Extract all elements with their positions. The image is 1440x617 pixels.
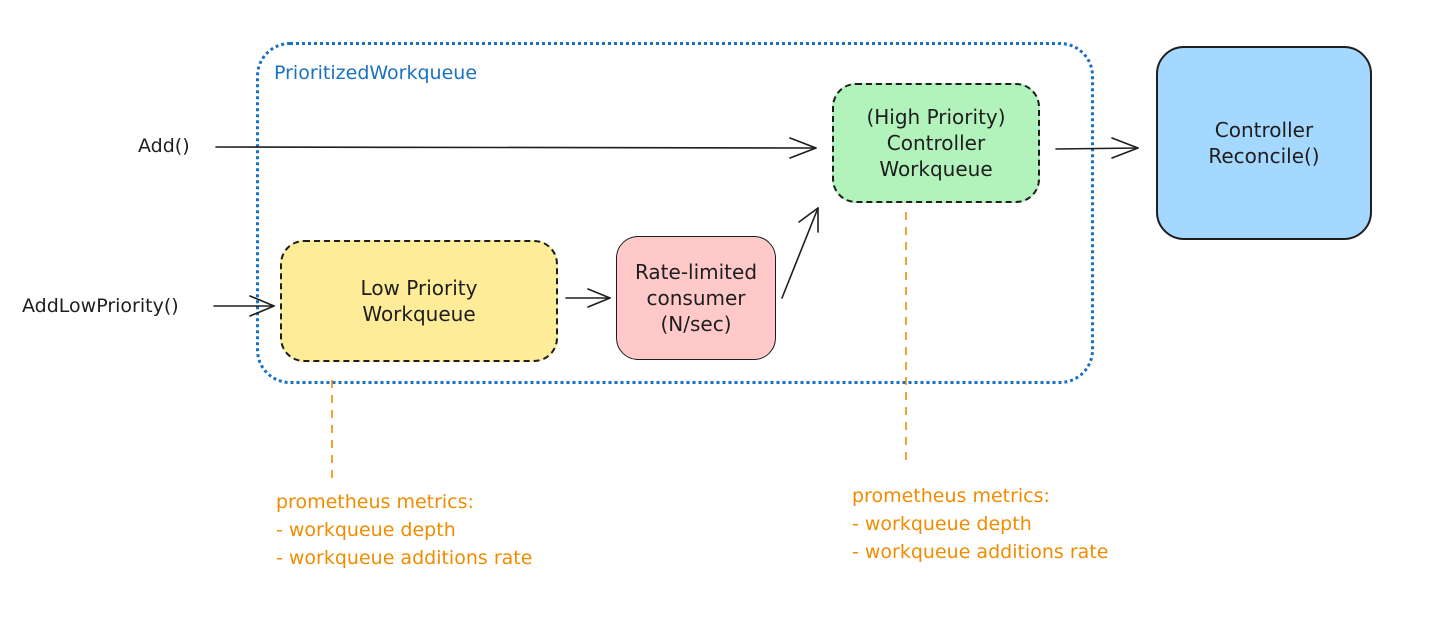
metrics-line: - workqueue depth: [276, 519, 456, 541]
metrics-line: - workqueue additions rate: [276, 547, 533, 569]
metrics-line: - workqueue depth: [852, 513, 1032, 535]
arrow-add-to-high-priority: [215, 137, 817, 159]
arrow-addlow-to-low-priority: [213, 295, 275, 317]
add-input-label: Add(): [138, 135, 190, 157]
low-priority-workqueue-box: Low Priority Workqueue: [280, 240, 558, 362]
group-title: PrioritizedWorkqueue: [274, 62, 478, 84]
metrics-title: prometheus metrics:: [852, 485, 1050, 507]
controller-reconcile-box: Controller Reconcile(): [1156, 46, 1372, 240]
low-priority-metrics: prometheus metrics: - workqueue depth - …: [276, 488, 532, 572]
high-priority-metrics: prometheus metrics: - workqueue depth - …: [852, 482, 1108, 566]
add-low-priority-input-label: AddLowPriority(): [22, 295, 179, 317]
arrow-high-priority-to-controller: [1055, 137, 1139, 159]
rate-limited-consumer-box: Rate-limited consumer (N/sec): [616, 236, 776, 360]
high-priority-workqueue-box: (High Priority) Controller Workqueue: [832, 83, 1040, 203]
prioritized-workqueue-group: [256, 42, 1094, 384]
arrow-low-to-rate-limited: [565, 288, 611, 308]
arrow-rate-limited-to-high-priority: [781, 207, 819, 299]
metrics-line: - workqueue additions rate: [852, 541, 1109, 563]
metrics-title: prometheus metrics:: [276, 491, 474, 513]
